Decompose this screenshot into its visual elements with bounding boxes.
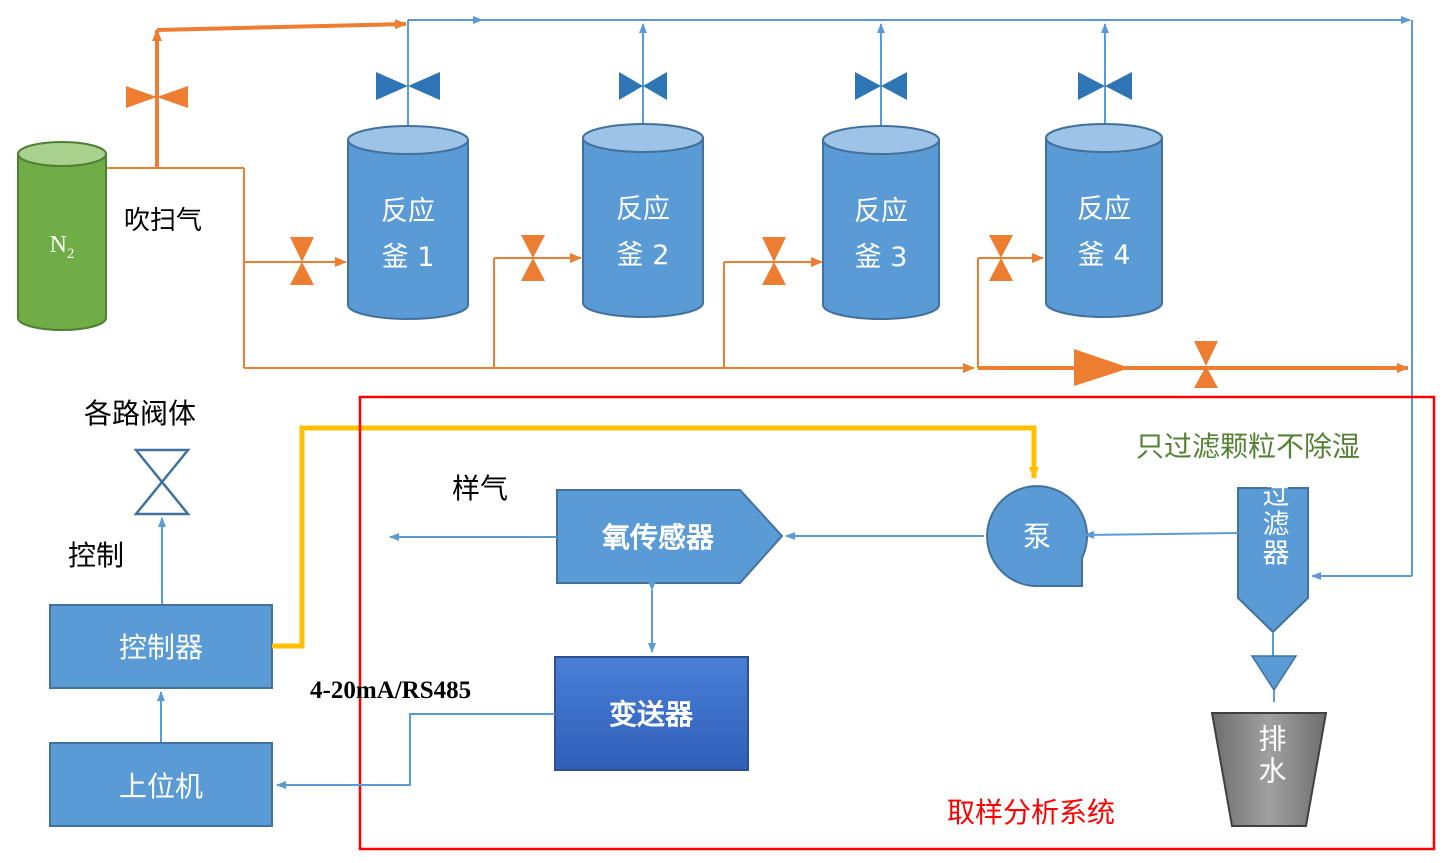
controller-label: 控制器 — [119, 631, 203, 664]
pump: 泵 — [986, 485, 1089, 587]
valves-label: 各路阀体 — [84, 397, 196, 430]
reactor-1-line2: 釜 1 — [382, 242, 435, 273]
svg-text:N2: N2 — [50, 232, 75, 262]
n2-cylinder: N2 — [17, 141, 107, 331]
host-computer-label: 上位机 — [119, 770, 203, 803]
reactor-1: 反应 釜 1 — [347, 125, 469, 320]
oxygen-sensor-label: 氧传感器 — [602, 521, 715, 554]
host-computer-box: 上位机 — [49, 742, 273, 827]
reactor-2-line2: 釜 2 — [617, 240, 670, 271]
filter: 过滤器 — [1237, 480, 1309, 634]
reactor-2: 反应 釜 2 — [582, 123, 704, 318]
oxygen-sensor: 氧传感器 — [556, 489, 784, 584]
filter-label: 过滤器 — [1258, 480, 1290, 567]
reactor-4-line2: 釜 4 — [1078, 240, 1131, 271]
transmitter-to-host-line — [276, 713, 555, 789]
pump-control-line — [272, 425, 1039, 649]
transmitter: 变送器 — [554, 656, 749, 771]
n2-label: N — [50, 232, 67, 258]
sample-gas-label: 样气 — [452, 472, 508, 505]
drain-arrow-icon — [1250, 655, 1298, 692]
drain-label: 排水 — [1255, 724, 1288, 788]
sampling-system-title: 取样分析系统 — [947, 796, 1115, 829]
exhaust-valve-icon — [376, 72, 1132, 100]
supply-valve-icon — [126, 86, 1218, 388]
reactor-3: 反应 釜 3 — [822, 125, 940, 320]
reactor-1-line1: 反应 — [381, 196, 435, 227]
exhaust-header — [408, 16, 1413, 580]
filter-note: 只过滤颗粒不除湿 — [1136, 430, 1360, 463]
reactor-3-line2: 釜 3 — [855, 242, 908, 273]
check-valve-icon — [1074, 349, 1130, 386]
reactor-2-line1: 反应 — [616, 194, 670, 225]
reactor-exhaust-risers — [407, 20, 1109, 140]
reactor-4: 反应 釜 4 — [1045, 123, 1163, 318]
generic-valve-icon — [133, 448, 191, 516]
drain: 排水 — [1210, 712, 1328, 827]
reactor-4-line1: 反应 — [1077, 194, 1131, 225]
purge-gas-label: 吹扫气 — [124, 206, 202, 236]
reactor-3-line1: 反应 — [854, 196, 908, 227]
transmitter-label: 变送器 — [609, 698, 694, 731]
control-label: 控制 — [68, 539, 124, 572]
controller-box: 控制器 — [49, 604, 273, 689]
purge-gas-lines — [106, 19, 1409, 373]
filter-to-pump-line — [1084, 530, 1239, 539]
signal-label: 4-20mA/RS485 — [310, 677, 471, 704]
sampling-system-frame — [358, 395, 1436, 851]
n2-subscript: 2 — [67, 246, 75, 262]
pump-label: 泵 — [1023, 520, 1051, 553]
